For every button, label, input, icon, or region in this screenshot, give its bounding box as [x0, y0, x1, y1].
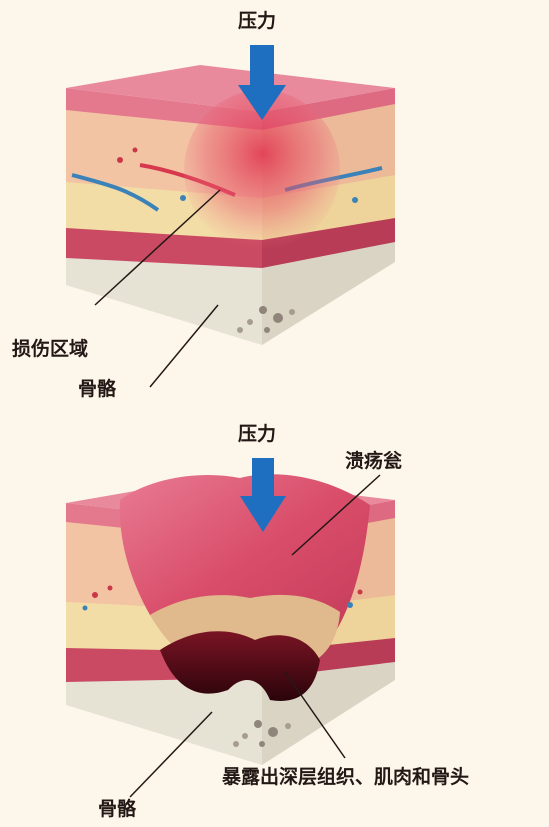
bottom-skin-block: [66, 474, 395, 765]
bottom-pressure-label: 压力: [238, 425, 276, 444]
top-skin-block: [66, 65, 395, 345]
top-damage-label: 损伤区域: [12, 340, 88, 359]
top-bone-label: 骨骼: [78, 380, 116, 399]
top-pressure-label: 压力: [238, 12, 276, 31]
bottom-bone-label: 骨骼: [98, 800, 136, 819]
exposure-label: 暴露出深层组织、肌肉和骨头: [222, 768, 469, 787]
top-left-bone: [66, 255, 262, 345]
ulcer-label: 溃疡瓮: [345, 452, 402, 471]
